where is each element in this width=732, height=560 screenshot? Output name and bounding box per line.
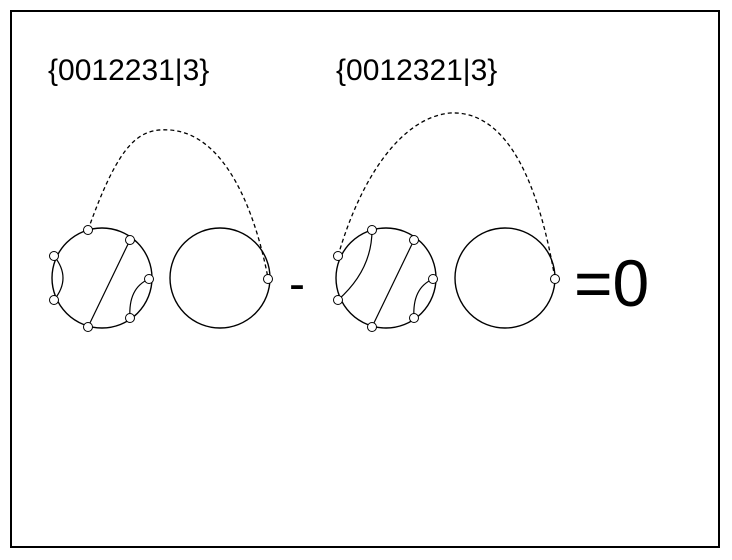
right-empty-circle-node xyxy=(550,274,560,284)
left-node-lower-right xyxy=(125,313,135,323)
right-node-lower-left xyxy=(333,295,343,305)
left-node-right xyxy=(144,274,154,284)
diagram-frame xyxy=(10,10,720,548)
right-node-upper-left xyxy=(333,251,343,261)
right-node-bottom xyxy=(367,322,377,332)
left-node-upper-left xyxy=(49,251,59,261)
right-node-top xyxy=(367,225,377,235)
right-term-label: {0012321|3} xyxy=(336,54,497,87)
left-term xyxy=(49,129,273,332)
equals-zero: =0 xyxy=(574,246,649,320)
right-node-lower-right xyxy=(409,313,419,323)
right-node-right xyxy=(428,274,438,284)
left-node-upper-right xyxy=(125,235,135,245)
right-chord-long xyxy=(371,239,415,328)
left-empty-circle xyxy=(169,227,271,329)
right-term xyxy=(333,112,560,332)
left-node-lower-left xyxy=(49,295,59,305)
left-node-top xyxy=(83,225,93,235)
right-dashed-arc xyxy=(337,112,556,280)
right-node-upper-right xyxy=(409,235,419,245)
right-chord-left xyxy=(337,229,373,301)
right-chord-circle xyxy=(335,227,437,329)
minus-operator: - xyxy=(289,258,305,311)
left-empty-circle-node xyxy=(263,274,273,284)
left-term-label: {0012231|3} xyxy=(48,54,209,87)
left-chord-short-left xyxy=(53,255,64,301)
right-empty-circle xyxy=(454,227,556,329)
left-dashed-arc xyxy=(87,129,269,279)
left-node-bottom xyxy=(83,322,93,332)
left-chord-circle xyxy=(51,227,153,329)
left-chord-long xyxy=(87,239,131,328)
